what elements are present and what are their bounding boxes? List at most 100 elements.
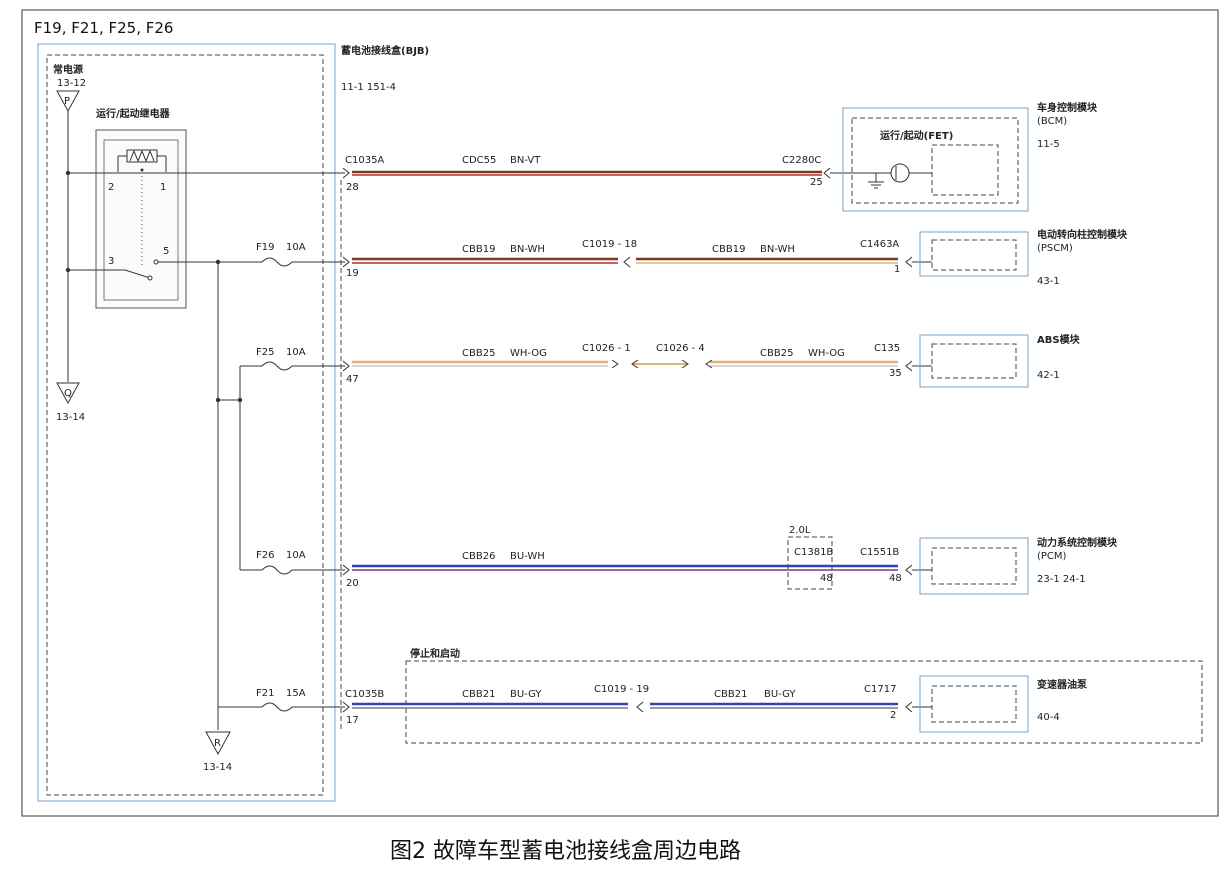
pcm-option: 2.0L	[789, 525, 811, 536]
module-abs: ABS模块 42-1	[919, 333, 1081, 388]
bcm-wire-color: BN-VT	[510, 155, 541, 166]
diagram-frame	[21, 9, 1219, 817]
bcm-ref: 11-5	[1037, 139, 1060, 150]
fuse-f21-label: F21	[256, 688, 274, 699]
fuse-f19: F19 10A	[256, 242, 345, 267]
pcm-inline-pin: 48	[820, 573, 833, 584]
abs-far-connector: C135	[874, 343, 900, 354]
pump-far-pin: 2	[890, 710, 896, 721]
ground-r-ref: 13-14	[203, 762, 232, 773]
pump-wire: CBB21	[462, 689, 495, 700]
pcm-wire: CBB26	[462, 551, 495, 562]
fuse-f21: F21 15A	[256, 688, 345, 712]
pcm-name: 动力系统控制模块	[1037, 536, 1118, 549]
stop-start-box	[405, 660, 1203, 744]
bcm-far-pin: 25	[810, 177, 823, 188]
circuit-pump: C1035B 17 CBB21 BU-GY C1019 - 19 CBB21 B…	[342, 684, 932, 726]
fuse-f25-label: F25	[256, 347, 274, 358]
ground-q-label: Q	[64, 388, 72, 399]
abs-name: ABS模块	[1037, 333, 1081, 346]
pump-far-connector: C1717	[864, 684, 896, 695]
pcm-far-pin: 48	[889, 573, 902, 584]
relay-coil-zigzag	[129, 149, 155, 163]
pump-ref: 40-4	[1037, 712, 1060, 723]
bjb-title: 蓄电池接线盒(BJB)	[341, 44, 429, 57]
bcm-wire: CDC55	[462, 155, 496, 166]
fuse-f26-label: F26	[256, 550, 274, 561]
pcm-far-connector: C1551B	[860, 547, 899, 558]
ground-q-icon	[56, 382, 80, 405]
relay-pin-5: 5	[163, 246, 169, 257]
bcm-pin: 28	[346, 182, 359, 193]
pscm-far-pin: 1	[894, 264, 900, 275]
ground-r-icon	[205, 731, 231, 756]
module-pscm: 电动转向柱控制模块 (PSCM) 43-1	[919, 228, 1128, 287]
fuse-f26-rating: 10A	[286, 550, 306, 561]
pscm-name: 电动转向柱控制模块	[1037, 228, 1128, 241]
circuit-abs: 47 CBB25 WH-OG C1026 - 1 C1026 - 4 CBB25…	[342, 343, 932, 385]
abs-wire2: CBB25	[760, 348, 793, 359]
fet-icon	[890, 163, 910, 183]
pscm-ref: 43-1	[1037, 276, 1060, 287]
pump-pin: 17	[346, 715, 359, 726]
pump-connector: C1035B	[345, 689, 384, 700]
pump-wire2-color: BU-GY	[764, 689, 796, 700]
circuit-pscm: 19 CBB19 BN-WH C1019 - 18 CBB19 BN-WH C1…	[342, 239, 932, 279]
abs-far-pin: 35	[889, 368, 902, 379]
pcm-wire-color: BU-WH	[510, 551, 545, 562]
pump-inline-connector: C1019 - 19	[594, 684, 649, 695]
circuit-pcm: 2.0L C1381B 48 20 CBB26 BU-WH C1551B 48	[342, 525, 932, 590]
bcm-abbr: (BCM)	[1037, 116, 1067, 127]
pump-name: 变速器油泵	[1037, 678, 1088, 691]
module-pcm: 动力系统控制模块 (PCM) 23-1 24-1	[919, 536, 1118, 595]
abs-pin: 47	[346, 374, 359, 385]
bjb-box	[37, 43, 336, 802]
circuit-bcm: C1035A 28 CDC55 BN-VT C2280C 25	[342, 155, 890, 193]
pscm-wire2: CBB19	[712, 244, 745, 255]
module-bcm: 运行/起动(FET) 车身控制模块 (BCM) 11-5	[842, 101, 1098, 212]
ground-r-label: R	[214, 738, 221, 749]
pscm-wire2-color: BN-WH	[760, 244, 795, 255]
bcm-name: 车身控制模块	[1037, 101, 1098, 114]
abs-wire2-color: WH-OG	[808, 348, 845, 359]
power-label: 常电源	[53, 63, 83, 76]
pump-wire-color: BU-GY	[510, 689, 542, 700]
relay-inner-box	[103, 139, 179, 301]
pump-wire2: CBB21	[714, 689, 747, 700]
pcm-abbr: (PCM)	[1037, 551, 1067, 562]
pcm-pin: 20	[346, 578, 359, 589]
bcm-connector: C1035A	[345, 155, 384, 166]
figure-caption: 图2 故障车型蓄电池接线盒周边电路	[390, 839, 741, 864]
abs-inline-connector-2: C1026 - 4	[656, 343, 705, 354]
relay-switch-arm	[124, 269, 151, 279]
pscm-abbr: (PSCM)	[1037, 243, 1073, 254]
fuse-f26: F26 10A	[256, 550, 345, 575]
fuse-f25-rating: 10A	[286, 347, 306, 358]
stop-start-label: 停止和启动	[410, 647, 460, 660]
fuse-f25: F25 10A	[256, 347, 345, 371]
pscm-wire-color: BN-WH	[510, 244, 545, 255]
abs-ref: 42-1	[1037, 370, 1060, 381]
bcm-far-connector: C2280C	[782, 155, 821, 166]
relay-box	[95, 129, 187, 309]
abs-wire-color: WH-OG	[510, 348, 547, 359]
bjb-refs: 11-1 151-4	[341, 82, 396, 93]
pcm-ref: 23-1 24-1	[1037, 574, 1086, 585]
abs-inline-connector: C1026 - 1	[582, 343, 631, 354]
pcm-inline-connector: C1381B	[794, 547, 833, 558]
ground-p-label: P	[64, 96, 70, 107]
ground-q-ref: 13-14	[56, 412, 85, 423]
fuses-title: F19, F21, F25, F26	[34, 19, 173, 37]
relay-label: 运行/起动继电器	[96, 107, 171, 120]
relay-pin-3: 3	[108, 256, 114, 267]
fuse-f21-rating: 15A	[286, 688, 306, 699]
pscm-wire: CBB19	[462, 244, 495, 255]
abs-wire: CBB25	[462, 348, 495, 359]
ground-p-icon	[56, 90, 80, 113]
relay-pin-1: 1	[160, 182, 166, 193]
pscm-far-connector: C1463A	[860, 239, 899, 250]
pscm-inline-connector: C1019 - 18	[582, 239, 637, 250]
relay-pin-2: 2	[108, 182, 114, 193]
module-pump: 变速器油泵 40-4	[919, 675, 1088, 733]
